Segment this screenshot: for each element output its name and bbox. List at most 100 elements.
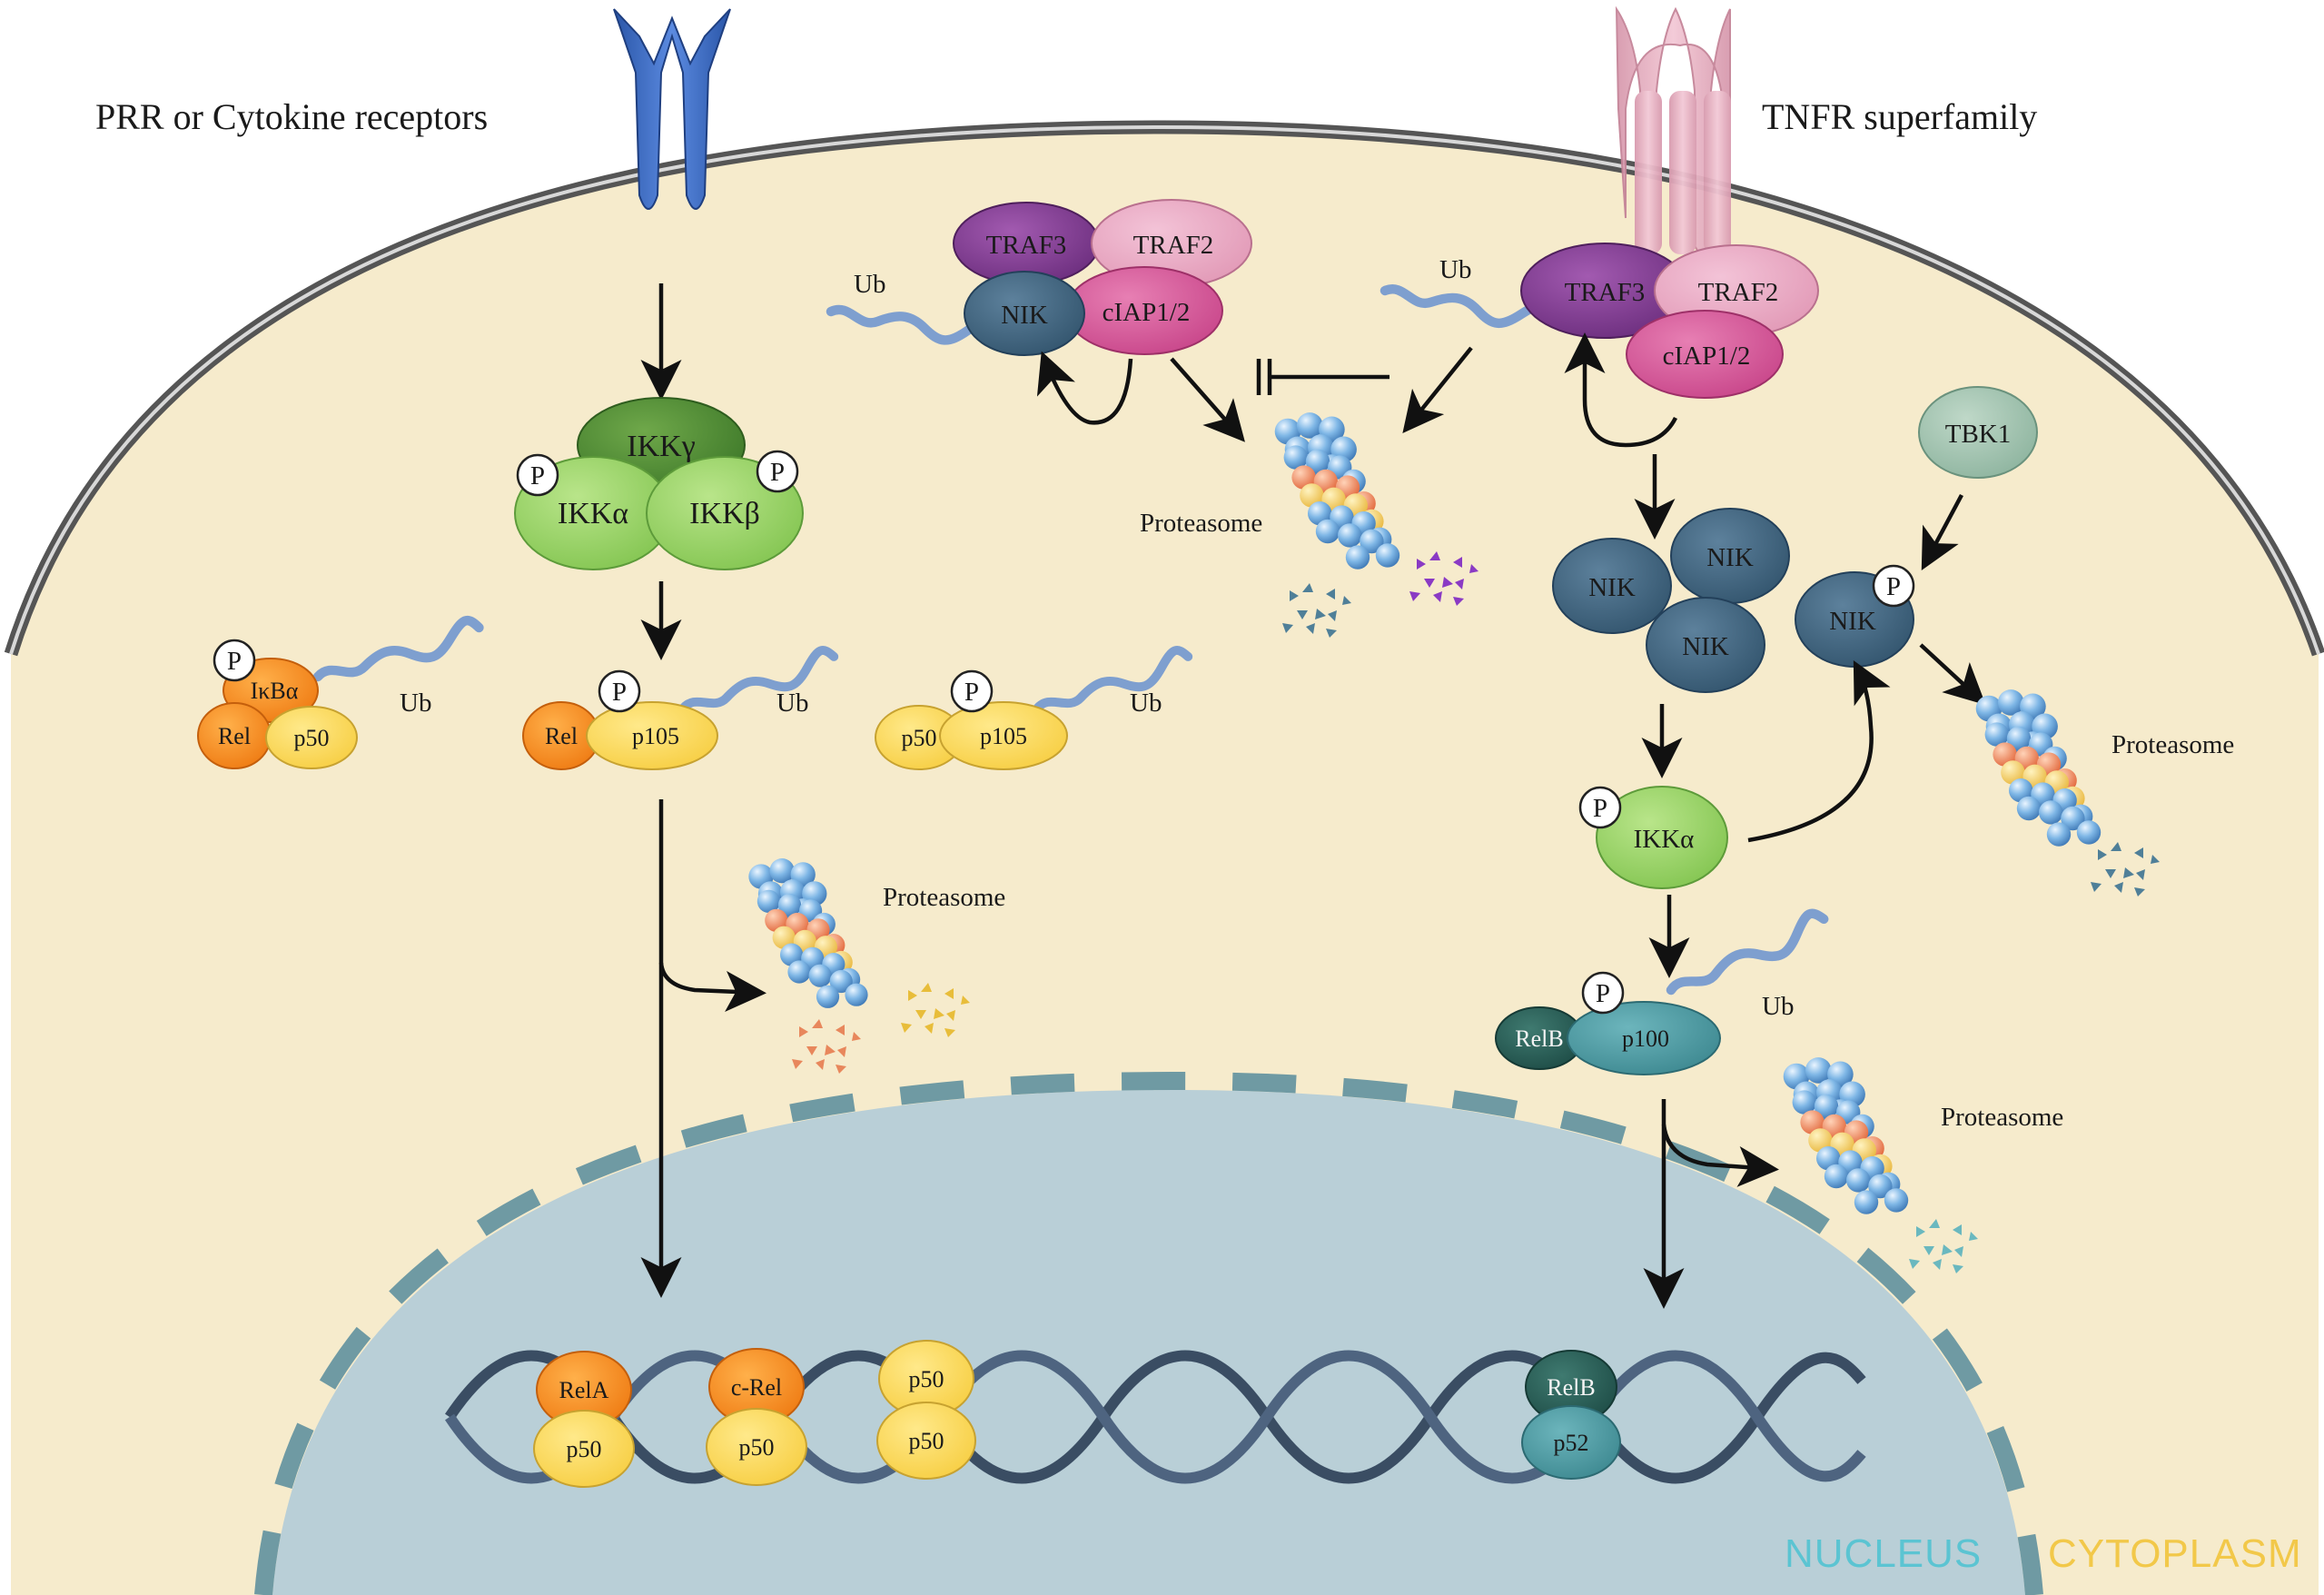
phospho-p100 — [1581, 971, 1625, 1015]
ciap-label: cIAP1/2 — [1663, 342, 1751, 371]
phospho-label: P — [227, 647, 242, 676]
rel-label: Rel — [218, 723, 251, 749]
arrow-ikka-feedback-to-nik — [1747, 660, 1891, 843]
tbk1 — [1918, 386, 2038, 479]
phospho-label: P — [1886, 572, 1901, 601]
rel-label: Rel — [545, 723, 578, 749]
phospho-ikk-alpha — [516, 453, 559, 497]
arrow-traf-to-proteasome — [1402, 346, 1473, 434]
ikk-alpha-label: IKKα — [558, 497, 628, 530]
p50 — [265, 706, 358, 769]
nik-traf-complex: TRAF3 TRAF2 cIAP1/2 NIK Ub — [829, 199, 1252, 356]
nik — [1552, 538, 1672, 634]
dimer-top-label: RelA — [559, 1377, 609, 1403]
phospho-label: P — [612, 678, 627, 707]
phospho-ikk-beta — [756, 450, 799, 493]
tnfr-receptor — [1615, 5, 1731, 255]
ikk-beta-label: IKKβ — [689, 497, 760, 530]
traf2-label: TRAF2 — [1698, 278, 1779, 307]
p50-p105-complex: p50 p105 P Ub — [875, 648, 1192, 770]
ub-label: Ub — [854, 270, 885, 299]
ikk-gamma-label: IKKγ — [627, 430, 695, 463]
dimer-p50-p50: p50 p50 — [876, 1340, 976, 1480]
nik — [1646, 597, 1765, 693]
p100-label: p100 — [1622, 1025, 1669, 1052]
p105 — [939, 701, 1068, 770]
dimer-rela-p50: RelA p50 — [533, 1351, 635, 1488]
ub-label: Ub — [1439, 255, 1471, 284]
ikka-complex: IKKα P — [1578, 786, 1728, 889]
dimer-crel-p50: c-Rel p50 — [706, 1348, 807, 1486]
ikk-alpha — [1596, 786, 1728, 889]
traf-complex-receptor: TRAF3 TRAF2 cIAP1/2 Ub — [1383, 243, 1819, 399]
dimer-bottom — [1521, 1405, 1621, 1480]
relb-label: RelB — [1515, 1025, 1563, 1052]
rel-p105-complex: Rel p105 P Ub — [522, 648, 838, 770]
phospho-ikka — [1578, 786, 1622, 829]
nik-label: NIK — [1706, 543, 1754, 572]
ciap-label: cIAP1/2 — [1103, 298, 1191, 327]
dna-double-helix — [445, 1350, 1866, 1484]
phospho-ikba — [213, 639, 256, 682]
dimer-bottom-label: p50 — [567, 1436, 602, 1462]
arrow-to-proteasome-p100 — [1661, 1124, 1779, 1187]
phospho-label: P — [964, 678, 979, 707]
dimer-bottom-label: p50 — [739, 1434, 775, 1461]
arrow-tbk1-to-nik — [1921, 493, 1963, 570]
dimer-bottom — [706, 1408, 807, 1486]
dimer-bottom — [876, 1402, 976, 1480]
phospho-label: P — [770, 458, 785, 487]
proteasome-label: Proteasome — [883, 883, 1005, 912]
ub-label: Ub — [400, 689, 431, 718]
p105 — [586, 701, 718, 770]
ciap — [1626, 310, 1784, 399]
relb-p100-complex: RelB p100 P Ub — [1495, 910, 1830, 1075]
phospho-p105 — [950, 669, 994, 713]
ikk-complex: IKKγ IKKα IKKβ P P — [514, 397, 804, 570]
phospho-nik: NIK P — [1795, 564, 1915, 668]
p50-label: p50 — [294, 725, 330, 751]
traf3-label: TRAF3 — [1565, 278, 1646, 307]
dimer-bottom-label: p50 — [909, 1428, 944, 1454]
cytoplasm-label: CYTOPLASM — [2048, 1531, 2302, 1576]
dimer-top-label: c-Rel — [731, 1374, 782, 1401]
nik-accumulation: NIK NIK NIK — [1552, 508, 1790, 693]
ub-label: Ub — [1130, 689, 1162, 718]
nucleus-label: NUCLEUS — [1785, 1531, 1982, 1576]
arrow-ciap-self-ubiquitination — [1564, 332, 1678, 448]
phospho-nik — [1872, 564, 1915, 608]
cell-membrane-highlight — [9, 124, 2320, 655]
dimer-bottom-label: p52 — [1554, 1430, 1589, 1456]
dimer-bottom — [533, 1410, 635, 1488]
inhibition-arrow — [1256, 359, 1389, 395]
proteasome-label: Proteasome — [1140, 509, 1262, 538]
dimer-top-label: RelB — [1547, 1374, 1595, 1401]
proteasome-label: Proteasome — [1941, 1103, 2063, 1132]
arrow-nik-to-proteasome — [1170, 357, 1245, 442]
prr-cytokine-receptor — [613, 8, 731, 210]
dimer-relb-p52: RelB p52 — [1521, 1350, 1621, 1480]
ikk-alpha-label: IKKα — [1634, 825, 1695, 854]
ikba-label: IκBα — [251, 678, 299, 704]
p105-label: p105 — [980, 723, 1027, 749]
ub-label: Ub — [776, 689, 808, 718]
nik-label: NIK — [1829, 607, 1876, 636]
phospho-p105 — [598, 669, 641, 713]
p50-label: p50 — [902, 725, 937, 751]
proteasome-label: Proteasome — [2111, 730, 2234, 759]
left-receptor-label: PRR or Cytokine receptors — [95, 96, 488, 137]
traf3-label: TRAF3 — [986, 231, 1067, 260]
p100 — [1567, 1001, 1721, 1075]
tbk1-label: TBK1 — [1945, 420, 2012, 449]
ub-label: Ub — [1762, 992, 1794, 1021]
traf2-label: TRAF2 — [1133, 231, 1214, 260]
nik-label: NIK — [1588, 573, 1636, 602]
right-receptor-label: TNFR superfamily — [1762, 96, 2037, 137]
nik-label: NIK — [1001, 301, 1048, 330]
phospho-label: P — [1593, 794, 1607, 823]
arrow-ciap-ubiquitinates-nik — [1036, 351, 1133, 425]
nik-label: NIK — [1682, 632, 1729, 661]
phospho-label: P — [530, 461, 545, 490]
phospho-label: P — [1596, 979, 1610, 1008]
